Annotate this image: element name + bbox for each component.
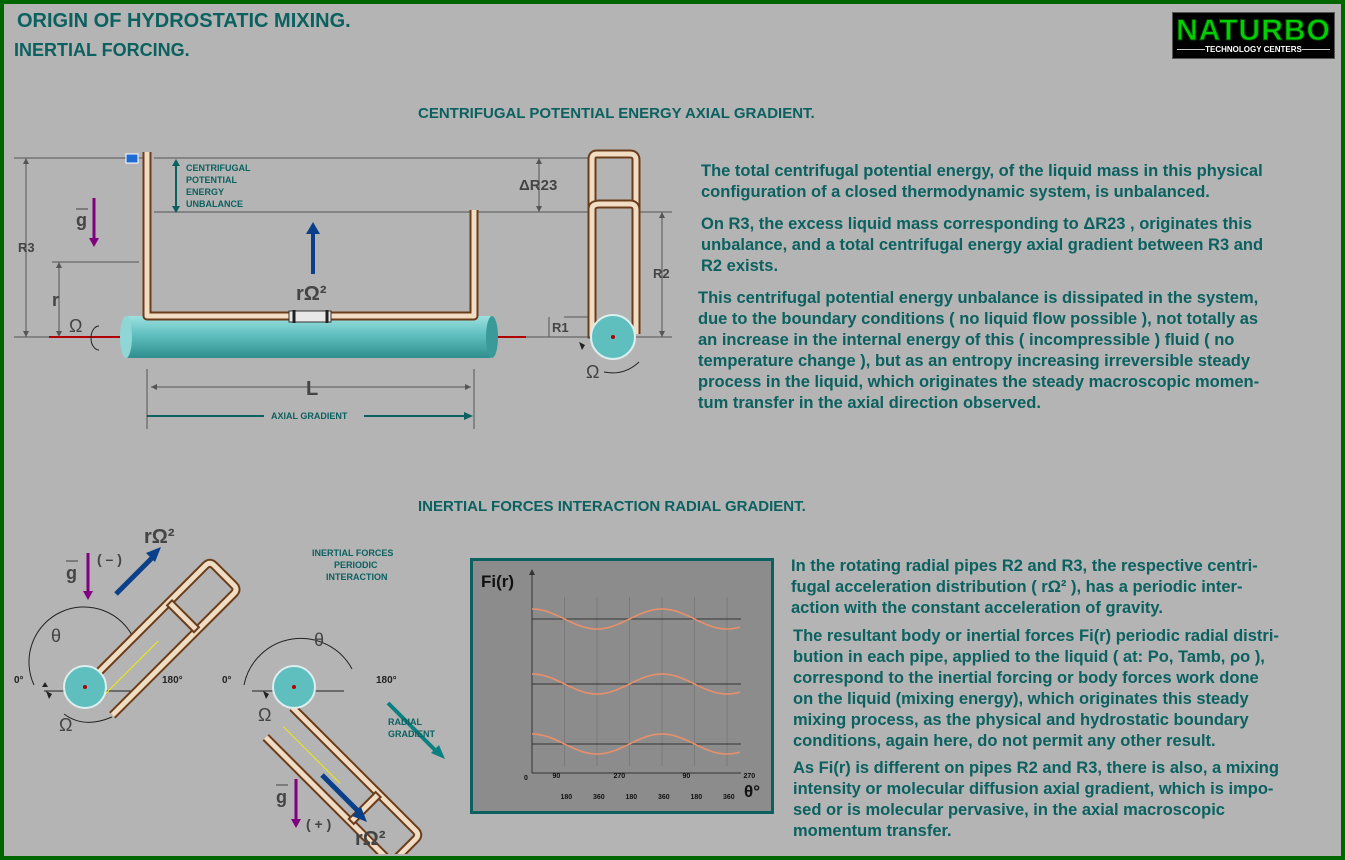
r-omega2-left: rΩ² — [144, 526, 175, 548]
fi-plot: Fi(r) θ° 0 902709027090270 1803601803601… — [470, 558, 885, 814]
plot-baselines — [532, 618, 741, 745]
s2-paragraph-3: As Fi(r) is different on pipes R2 and R3… — [793, 759, 1279, 840]
plus-label: ( + ) — [306, 816, 331, 832]
plot-xlabel: θ° — [744, 782, 760, 801]
theta-left: θ — [51, 626, 61, 646]
page-title: ORIGIN OF HYDROSTATIC MIXING. — [17, 10, 351, 32]
plot-bottom-tick: 180 — [626, 794, 638, 801]
r-label: r — [52, 290, 59, 310]
length-label: L — [306, 378, 318, 400]
section1-heading: CENTRIFUGAL POTENTIAL ENERGY AXIAL GRADI… — [418, 105, 815, 122]
plot-bottom-tick: 360 — [658, 794, 670, 801]
page-subtitle: INERTIAL FORCING. — [14, 40, 190, 60]
omega-label-2: Ω — [586, 362, 599, 382]
minus-label: ( – ) — [97, 551, 122, 567]
svg-text:ENERGY: ENERGY — [186, 187, 224, 197]
plot-waves — [532, 608, 741, 755]
s1-paragraph-3: This centrifugal potential energy unbala… — [698, 289, 1260, 412]
centrifugal-unbalance-label: CENTRIFUGAL POTENTIAL ENERGY UNBALANCE — [186, 163, 251, 209]
deg0-right: 0° — [222, 675, 232, 686]
svg-text:PERIODIC: PERIODIC — [334, 560, 378, 570]
deg0-left: 0° — [14, 675, 24, 686]
omega-right: Ω — [258, 705, 271, 725]
svg-text:UNBALANCE: UNBALANCE — [186, 199, 243, 209]
plot-origin: 0 — [524, 775, 528, 782]
section2-heading: INERTIAL FORCES INTERACTION RADIAL GRADI… — [418, 498, 806, 515]
r2-label: R2 — [653, 266, 670, 281]
theta-right: θ — [314, 630, 324, 650]
r-omega2-right: rΩ² — [355, 828, 386, 850]
r-omega2-label: rΩ² — [296, 283, 327, 305]
s1-paragraph-1: The total centrifugal potential energy, … — [701, 162, 1263, 201]
radial-gradient-diagram: 0° 180° θ Ω g ( – ) rΩ² INERTIAL FORCES … — [14, 526, 445, 854]
interaction-label: INERTIAL FORCES PERIODIC INTERACTION — [312, 548, 393, 582]
g-label: g — [76, 210, 87, 230]
g-left: g — [66, 563, 77, 583]
svg-text:GRADIENT: GRADIENT — [388, 729, 436, 739]
plot-bottom-tick: 360 — [723, 794, 735, 801]
delta-r23-label: ΔR23 — [519, 177, 557, 194]
logo-tagline: TECHNOLOGY CENTERS — [1205, 45, 1302, 54]
plot-top-tick: 90 — [553, 773, 561, 780]
plot-top-tick: 270 — [614, 773, 626, 780]
plot-bottom-tick: 180 — [691, 794, 703, 801]
fi-wave — [532, 673, 741, 695]
svg-text:INERTIAL FORCES: INERTIAL FORCES — [312, 548, 393, 558]
plot-gridlines — [564, 597, 728, 766]
logo-name: NATURBO — [1176, 14, 1331, 48]
r3-label: R3 — [18, 240, 35, 255]
s2-paragraph-1: In the rotating radial pipes R2 and R3, … — [791, 557, 1258, 617]
deg180-left: 180° — [162, 675, 183, 686]
s1-paragraph-2: On R3, the excess liquid mass correspond… — [701, 215, 1264, 275]
radial-gradient-label: RADIAL GRADIENT — [388, 717, 436, 739]
plot-top-tick: 90 — [683, 773, 691, 780]
plot-bottom-tick: 360 — [593, 794, 605, 801]
axial-gradient-diagram: Ω g rΩ² CENTRIFUGAL POTENTIAL ENERGY UNB… — [14, 149, 672, 429]
svg-text:INTERACTION: INTERACTION — [326, 572, 388, 582]
omega-left: Ω — [59, 715, 72, 735]
svg-text:POTENTIAL: POTENTIAL — [186, 175, 238, 185]
s2-paragraph-2: The resultant body or inertial forces Fi… — [793, 627, 1279, 750]
g-right: g — [276, 787, 287, 807]
slide: ORIGIN OF HYDROSTATIC MIXING. INERTIAL F… — [4, 4, 1341, 856]
fi-wave — [532, 733, 741, 755]
plot-top-tick: 270 — [744, 773, 756, 780]
plot-ylabel: Fi(r) — [481, 572, 514, 591]
fi-wave — [532, 608, 741, 630]
naturbo-logo: NATURBO TECHNOLOGY CENTERS — [1172, 12, 1335, 59]
svg-text:RADIAL: RADIAL — [388, 717, 422, 727]
axial-gradient-label: AXIAL GRADIENT — [271, 411, 348, 421]
svg-text:CENTRIFUGAL: CENTRIFUGAL — [186, 163, 251, 173]
r1-label: R1 — [552, 320, 569, 335]
plot-bottom-tick: 180 — [561, 794, 573, 801]
omega-label: Ω — [69, 316, 82, 336]
deg180-right: 180° — [376, 675, 397, 686]
